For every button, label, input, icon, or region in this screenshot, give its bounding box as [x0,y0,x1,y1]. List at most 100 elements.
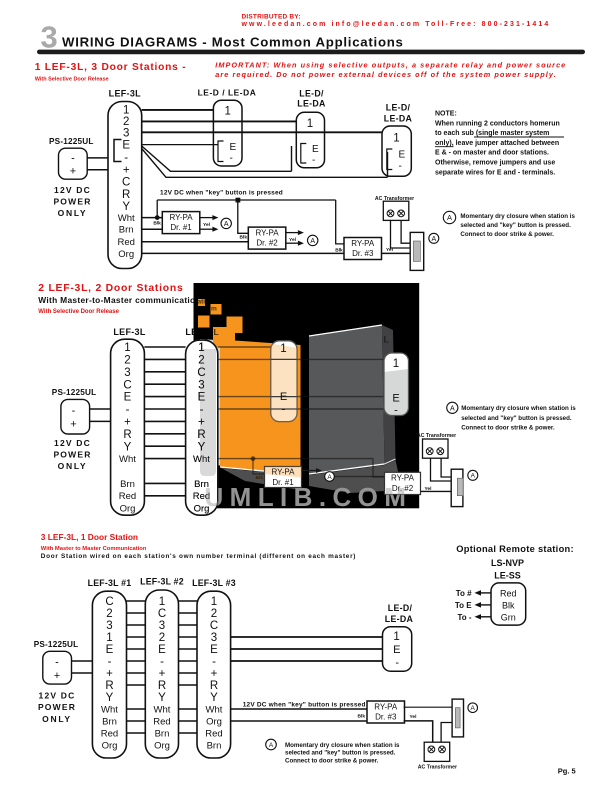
svg-text:LE-SS: LE-SS [494,571,521,581]
svg-text:Yel: Yel [410,714,417,720]
svg-text:A: A [310,238,315,245]
svg-text:Blk: Blk [358,713,366,719]
svg-text:E: E [399,149,406,160]
svg-text:POWER: POWER [53,196,91,206]
svg-text:C: C [122,177,130,189]
svg-text:1 LEF-3L, 3 Door Stations -: 1 LEF-3L, 3 Door Stations - [35,62,187,73]
svg-text:UMLIB.COM: UMLIB.COM [205,482,413,512]
svg-text:12V DC: 12V DC [54,438,91,448]
svg-text:Grn: Grn [501,612,516,622]
svg-text:LEF-3L #1: LEF-3L #1 [88,578,132,588]
svg-text:R: R [123,429,131,441]
svg-text:Pg. 5: Pg. 5 [558,767,576,776]
svg-text:IMPORTANT: When using selectiv: IMPORTANT: When using selective outputs,… [215,61,566,70]
svg-text:E: E [198,392,206,404]
svg-text:3: 3 [106,620,112,632]
svg-text:RY-PA: RY-PA [272,467,296,476]
svg-text:A: A [431,236,436,243]
svg-text:-: - [200,404,204,416]
svg-text:-: - [72,405,76,417]
svg-text:-: - [108,656,112,668]
svg-text:A: A [471,705,476,712]
svg-text:ONLY: ONLY [58,208,88,218]
svg-text:selected and "key" button is p: selected and "key" button is pressed. [461,415,572,422]
svg-text:1: 1 [393,358,399,370]
svg-text:AC Transformer: AC Transformer [417,433,456,439]
svg-text:Y: Y [124,441,132,453]
svg-text:ati: ati [198,299,206,306]
svg-text:+: + [211,668,218,680]
svg-text:RY-PA: RY-PA [170,213,194,222]
svg-text:3 LEF-3L, 1 Door Station: 3 LEF-3L, 1 Door Station [41,532,138,542]
svg-text:Brn: Brn [194,479,209,490]
svg-text:are required. Do not power ext: are required. Do not power external devi… [215,70,557,79]
svg-text:Dr. #3: Dr. #3 [375,713,397,722]
svg-text:-: - [395,657,399,669]
svg-text:2: 2 [123,116,129,128]
svg-text:Red: Red [205,728,222,739]
svg-text:-: - [55,656,59,668]
svg-text:Brn: Brn [207,740,222,751]
svg-text:L: L [214,327,219,337]
svg-text:Org: Org [102,740,118,751]
svg-text:2: 2 [124,355,130,367]
svg-text:LE-D/: LE-D/ [299,89,324,99]
svg-text:2: 2 [106,608,112,620]
svg-text:C: C [105,596,113,608]
svg-text:Door Station wired on each sta: Door Station wired on each station's own… [41,553,356,560]
svg-text:RY-PA: RY-PA [374,702,398,711]
svg-text:Yel: Yel [203,222,210,228]
svg-text:PS-1225UL: PS-1225UL [49,137,94,146]
svg-text:+: + [123,164,130,176]
svg-text:-: - [126,404,130,416]
svg-text:Blk: Blk [335,248,343,254]
svg-text:A: A [471,473,476,480]
svg-text:Momentary dry closure when sta: Momentary dry closure when station is [460,213,575,220]
svg-text:PS-1225UL: PS-1225UL [34,640,79,649]
svg-text:Y: Y [106,692,114,704]
svg-text:L: L [384,335,390,345]
svg-text:Y: Y [122,201,130,213]
svg-text:With Master to Master Communic: With Master to Master Communication [41,546,147,552]
svg-text:RY-PA: RY-PA [351,239,375,248]
svg-text:Connect to door strike & power: Connect to door strike & power. [461,425,555,432]
svg-text:Brn: Brn [102,716,117,727]
svg-text:12V DC: 12V DC [39,691,76,701]
svg-text:Y: Y [210,692,218,704]
svg-text:Brn: Brn [194,479,209,490]
svg-text:1: 1 [307,118,313,130]
svg-text:E: E [393,644,400,656]
svg-text:Yel: Yel [386,247,393,253]
svg-text:-: - [124,152,128,164]
svg-text:1: 1 [106,632,112,644]
svg-text:12V DC when "key" button is pr: 12V DC when "key" button is pressed [243,701,366,708]
svg-text:Blk: Blk [256,475,264,481]
svg-text:Wht: Wht [119,454,136,465]
svg-text:+: + [198,417,205,429]
svg-text:LEF-3L #2: LEF-3L #2 [140,577,184,587]
svg-text:1: 1 [198,342,204,354]
svg-text:3: 3 [159,620,165,632]
svg-text:to each sub (single master sys: to each sub (single master system [435,130,549,137]
svg-text:1: 1 [124,342,130,354]
svg-text:selected and "key" button is p: selected and "key" button is pressed. [460,222,571,229]
svg-text:E: E [280,391,287,403]
svg-text:only), leave jumper attached b: only), leave jumper attached between [435,140,559,147]
svg-text:+: + [106,668,113,680]
svg-text:Dr. #1: Dr. #1 [272,478,294,487]
svg-text:RY-PA: RY-PA [256,228,280,237]
svg-text:With Master-to-Master communic: With Master-to-Master communication [38,295,201,305]
svg-text:Blk: Blk [502,600,515,610]
svg-text:ONLY: ONLY [42,714,72,724]
svg-text:AC Transformer: AC Transformer [375,196,414,202]
svg-text:1: 1 [393,132,399,144]
svg-text:1: 1 [211,596,217,608]
svg-text:LE-DA: LE-DA [385,614,414,624]
svg-text:E: E [122,139,130,151]
svg-text:Blk: Blk [153,220,161,226]
svg-text:3: 3 [41,20,58,55]
svg-text:Wht: Wht [206,704,223,715]
svg-text:Wht: Wht [193,454,210,465]
svg-text:LEF-3L: LEF-3L [109,89,142,99]
svg-text:A: A [224,221,229,228]
